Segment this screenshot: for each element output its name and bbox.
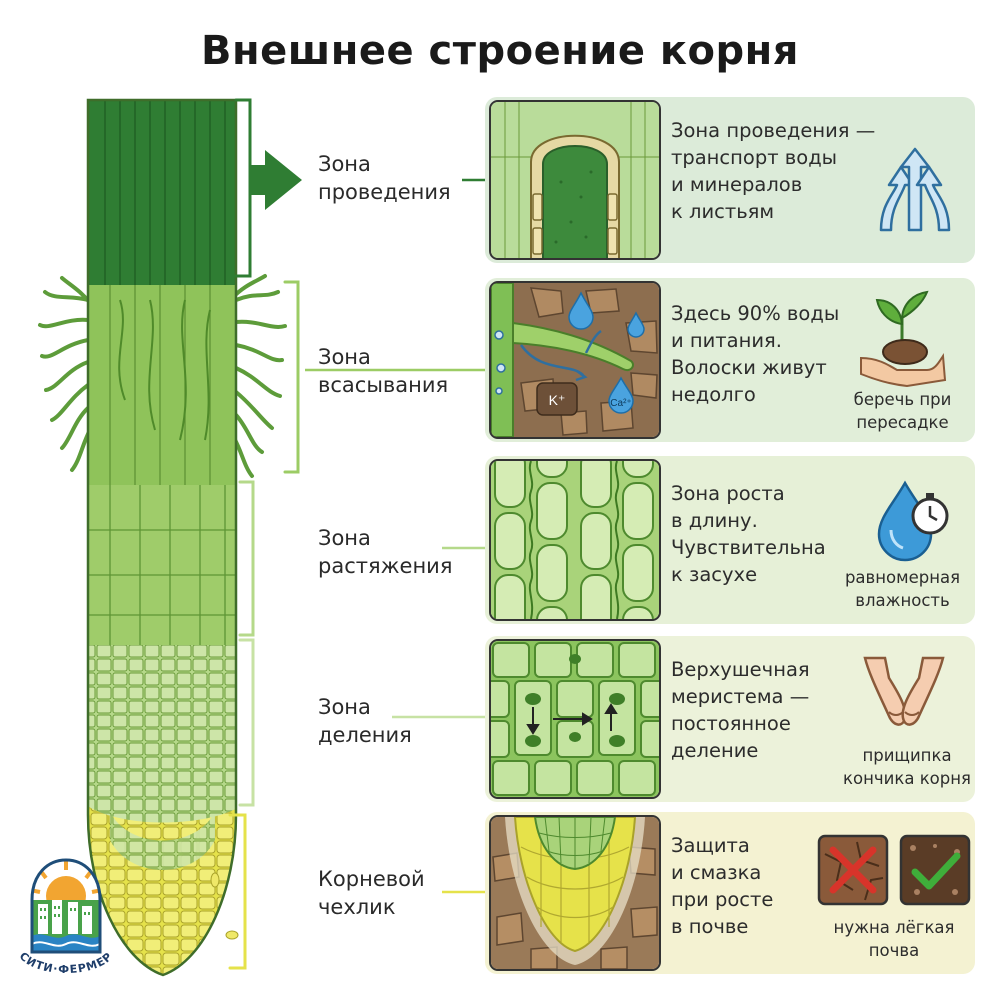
ion-potassium: K⁺ — [549, 392, 566, 408]
seedling-in-hand-icon — [857, 288, 947, 392]
ion-calcium: Ca²⁺ — [610, 398, 631, 409]
panel-conduction: Зона проведения —транспорт воды и минера… — [485, 97, 975, 263]
cross-icon — [829, 846, 877, 894]
water-drop-timer-icon — [875, 478, 955, 567]
soil-compare-icon — [817, 834, 971, 914]
elongation-cells-image — [489, 459, 661, 621]
logo-text: СИТИ·ФЕРМЕР — [17, 950, 115, 976]
conduction-arrow — [250, 150, 302, 210]
check-icon — [911, 852, 961, 890]
page-title: Внешнее строение корня — [201, 28, 799, 74]
city-farmer-logo: СИТИ·ФЕРМЕР — [14, 852, 118, 986]
description-conduction: Зона проведения —транспорт воды и минера… — [671, 119, 876, 223]
conduction-tissue-image — [489, 100, 661, 260]
division-cells-image — [489, 639, 661, 799]
up-arrows-icon — [875, 145, 955, 239]
rootcap-soil-image — [489, 815, 661, 971]
absorption-soil-image: K⁺ Ca²⁺ — [489, 281, 661, 439]
svg-text:СИТИ·ФЕРМЕР: СИТИ·ФЕРМЕР — [17, 950, 116, 976]
pinching-fingers-icon — [859, 654, 949, 743]
